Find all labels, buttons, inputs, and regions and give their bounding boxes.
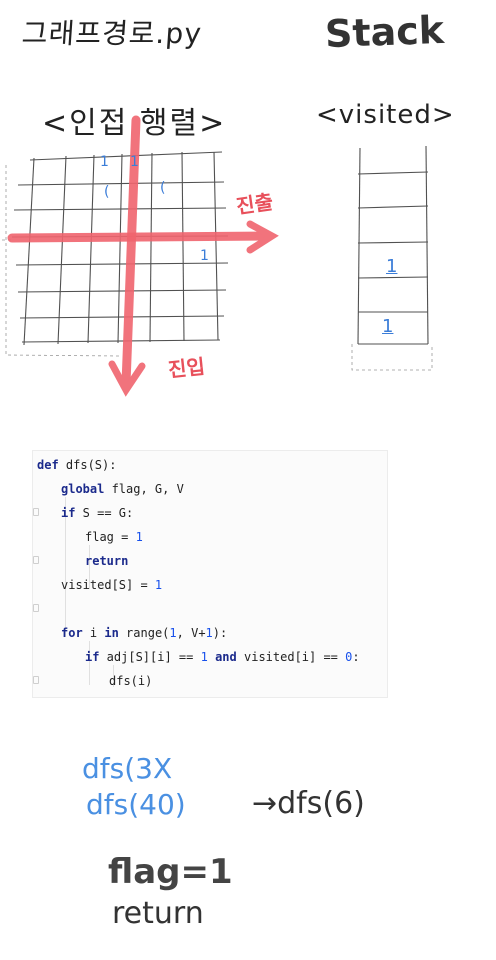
- code-keyword: return: [85, 554, 129, 568]
- note-flag: flag=1: [108, 852, 233, 892]
- code-line: if S == G:: [61, 503, 133, 523]
- code-text: [208, 650, 215, 664]
- code-keyword: def: [37, 458, 59, 472]
- code-text: ):: [212, 626, 228, 640]
- code-keyword: and: [215, 650, 237, 664]
- exit-label: 진출: [234, 189, 275, 219]
- code-keyword: if: [61, 506, 76, 520]
- code-text: , V+: [176, 626, 206, 640]
- code-line: dfs(i): [109, 671, 152, 691]
- enter-label: 진입: [167, 354, 207, 382]
- matrix-cell-mark: 1: [130, 154, 139, 170]
- code-line: def dfs(S):: [37, 455, 116, 475]
- matrix-dashed-border: [2, 165, 121, 357]
- code-line: return: [85, 551, 128, 571]
- code-text: dfs(i): [109, 674, 153, 688]
- matrix-cell-mark: 1: [100, 154, 109, 170]
- sketch-canvas: [2, 115, 433, 397]
- matrix-cell-mark: 1: [200, 248, 209, 264]
- code-text: adj[S][i] ==: [99, 650, 201, 664]
- code-keyword: in: [104, 626, 119, 640]
- code-number: 1: [135, 530, 143, 544]
- code-keyword: global: [61, 482, 105, 496]
- code-line: for i in range(1, V+1):: [61, 623, 227, 643]
- visited-column: [357, 145, 429, 345]
- code-text: i: [82, 626, 105, 640]
- code-text: visited[S] =: [61, 578, 155, 592]
- exit-arrow: [7, 220, 279, 254]
- code-text: flag =: [85, 530, 136, 544]
- fold-marker[interactable]: [33, 508, 39, 516]
- visited-dashed-border: [351, 344, 433, 371]
- code-text: visited[i] ==: [236, 650, 346, 664]
- enter-arrow: [108, 115, 146, 397]
- matrix-cell-mark: (: [160, 180, 166, 196]
- adjacency-matrix-grid: [11, 151, 229, 346]
- code-number: 0: [345, 650, 353, 664]
- fold-marker[interactable]: [33, 676, 39, 684]
- code-text: flag, G, V: [104, 482, 184, 496]
- note-dfs-4: dfs(40): [86, 788, 186, 821]
- note-dfs-3: dfs(3X: [82, 752, 173, 785]
- fold-marker[interactable]: [33, 604, 39, 612]
- code-keyword: if: [85, 650, 100, 664]
- code-number: 1: [169, 626, 177, 640]
- code-number: 1: [200, 650, 208, 664]
- code-line: flag = 1: [85, 527, 143, 547]
- fold-marker[interactable]: [33, 556, 39, 564]
- visited-mark: 1: [386, 256, 398, 277]
- matrix-cell-mark: (: [104, 184, 110, 200]
- code-text: :: [352, 650, 360, 664]
- note-return: return: [112, 896, 204, 931]
- note-dfs-6: →dfs(6): [252, 786, 365, 821]
- code-block: def dfs(S): global flag, G, V if S == G: fl…: [32, 450, 388, 698]
- visited-mark: 1: [382, 316, 394, 337]
- code-number: 1: [205, 626, 213, 640]
- code-text: S == G:: [75, 506, 134, 520]
- code-keyword: for: [61, 626, 83, 640]
- visited-label: <visited>: [316, 100, 455, 130]
- code-line: global flag, G, V: [61, 479, 184, 499]
- code-number: 1: [154, 578, 163, 592]
- code-line: if adj[S][i] == 1 and visited[i] == 0:: [85, 647, 360, 667]
- code-line: visited[S] = 1: [61, 575, 162, 595]
- code-text: dfs(S):: [58, 458, 117, 472]
- code-text: range(: [118, 626, 170, 640]
